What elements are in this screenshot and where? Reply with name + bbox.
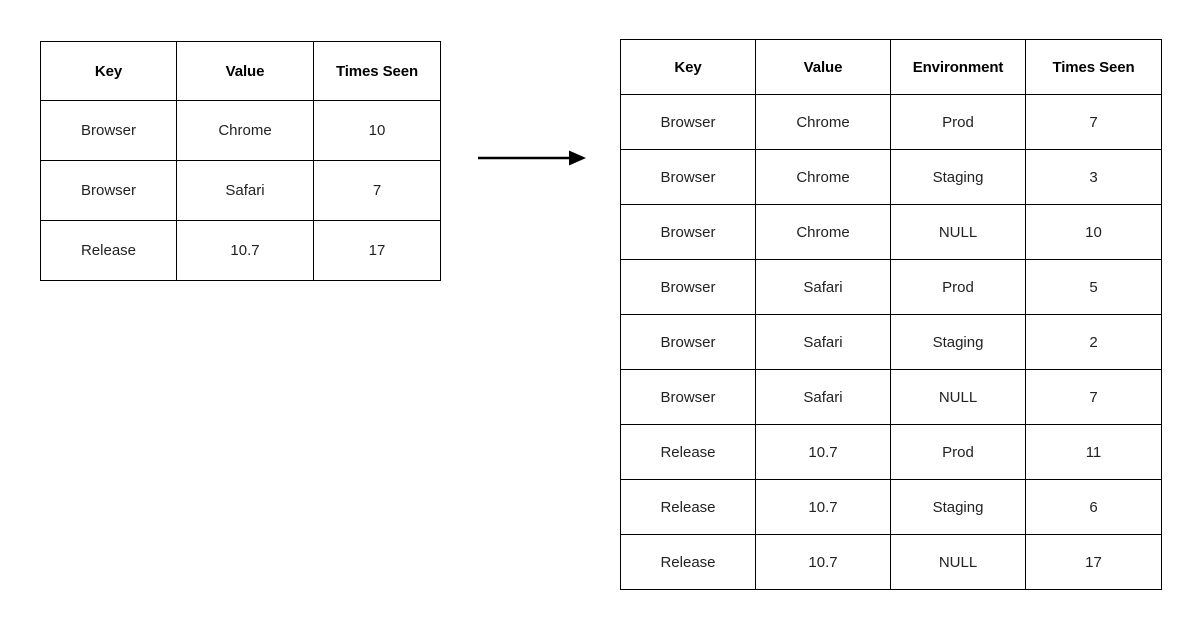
cell-key: Release — [620, 424, 756, 480]
cell-times-seen: 6 — [1025, 479, 1162, 535]
cell-times-seen: 10 — [313, 100, 441, 161]
cell-value: 10.7 — [755, 424, 891, 480]
cell-key: Browser — [620, 314, 756, 370]
column-header-key: Key — [620, 39, 756, 95]
cell-key: Browser — [40, 160, 177, 221]
cell-value: 10.7 — [755, 534, 891, 590]
cell-environment: NULL — [890, 534, 1026, 590]
cell-environment: Prod — [890, 94, 1026, 150]
cell-value: 10.7 — [176, 220, 314, 281]
cell-times-seen: 7 — [1025, 94, 1162, 150]
expanded-table: Key Value Environment Times Seen Browser… — [620, 39, 1162, 590]
expanded-table-header: Key Value Environment Times Seen — [620, 39, 1162, 95]
cell-key: Browser — [620, 369, 756, 425]
cell-times-seen: 17 — [1025, 534, 1162, 590]
cell-times-seen: 10 — [1025, 204, 1162, 260]
cell-value: Safari — [755, 369, 891, 425]
cell-key: Browser — [620, 259, 756, 315]
cell-key: Release — [620, 479, 756, 535]
cell-value: Safari — [755, 259, 891, 315]
cell-times-seen: 3 — [1025, 149, 1162, 205]
column-header-times-seen: Times Seen — [1025, 39, 1162, 95]
table-header-row: Key Value Times Seen — [40, 41, 441, 101]
cell-value: Chrome — [755, 204, 891, 260]
column-header-value: Value — [755, 39, 891, 95]
cell-value: Safari — [176, 160, 314, 221]
cell-value: Safari — [755, 314, 891, 370]
transform-arrow-icon — [478, 150, 586, 166]
cell-value: 10.7 — [755, 479, 891, 535]
cell-value: Chrome — [755, 94, 891, 150]
cell-times-seen: 2 — [1025, 314, 1162, 370]
cell-environment: Staging — [890, 149, 1026, 205]
column-header-value: Value — [176, 41, 314, 101]
cell-key: Browser — [620, 149, 756, 205]
cell-environment: Prod — [890, 259, 1026, 315]
cell-times-seen: 7 — [313, 160, 441, 221]
column-header-key: Key — [40, 41, 177, 101]
cell-key: Browser — [40, 100, 177, 161]
cell-key: Browser — [620, 94, 756, 150]
cell-environment: Prod — [890, 424, 1026, 480]
cell-environment: NULL — [890, 204, 1026, 260]
cell-environment: NULL — [890, 369, 1026, 425]
cell-environment: Staging — [890, 314, 1026, 370]
cell-value: Chrome — [755, 149, 891, 205]
cell-key: Release — [620, 534, 756, 590]
cell-value: Chrome — [176, 100, 314, 161]
cell-times-seen: 11 — [1025, 424, 1162, 480]
column-header-times-seen: Times Seen — [313, 41, 441, 101]
cell-times-seen: 5 — [1025, 259, 1162, 315]
cell-times-seen: 7 — [1025, 369, 1162, 425]
source-table-header: Key Value Times Seen — [40, 41, 441, 101]
cell-environment: Staging — [890, 479, 1026, 535]
column-header-environment: Environment — [890, 39, 1026, 95]
cell-key: Release — [40, 220, 177, 281]
cell-key: Browser — [620, 204, 756, 260]
cell-times-seen: 17 — [313, 220, 441, 281]
table-header-row: Key Value Environment Times Seen — [620, 39, 1162, 95]
